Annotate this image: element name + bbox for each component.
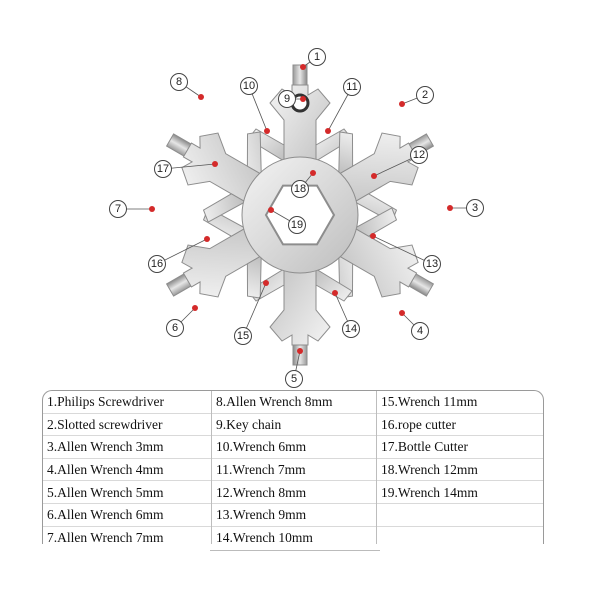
- leader-dot: [263, 280, 269, 286]
- callout-18: 18: [291, 180, 309, 198]
- leader-dot: [325, 128, 331, 134]
- leader-dot: [204, 236, 210, 242]
- legend-cell: 4.Allen Wrench 4mm: [47, 462, 164, 478]
- callout-2: 2: [416, 86, 434, 104]
- legend-cell: 16.rope cutter: [376, 413, 543, 436]
- callout-7: 7: [109, 200, 127, 218]
- leader-dot: [297, 348, 303, 354]
- leader-line: [372, 235, 433, 265]
- legend-cell: 5.Allen Wrench 5mm: [47, 484, 164, 500]
- table-row: 6.Allen Wrench 6mm 13.Wrench 9mm: [43, 503, 543, 527]
- leader-dot: [447, 205, 453, 211]
- table-row: 5.Allen Wrench 5mm 12.Wrench 8mm 19.Wren…: [43, 480, 543, 504]
- table-row: 1.Philips Screwdriver 8.Allen Wrench 8mm…: [43, 391, 543, 414]
- legend-cell: 9.Key chain: [211, 413, 377, 436]
- table-row: 3.Allen Wrench 3mm 10.Wrench 6mm 17.Bott…: [43, 435, 543, 459]
- callout-10: 10: [240, 77, 258, 95]
- leader-dot: [264, 128, 270, 134]
- callout-6: 6: [166, 319, 184, 337]
- legend-cell: [376, 526, 543, 545]
- callout-15: 15: [234, 327, 252, 345]
- leader-dot: [268, 207, 274, 213]
- legend-cell: 12.Wrench 8mm: [211, 480, 377, 504]
- callout-5: 5: [285, 370, 303, 388]
- callout-9: 9: [278, 90, 296, 108]
- callout-3: 3: [466, 199, 484, 217]
- table-row: 2.Slotted screwdriver 9.Key chain 16.rop…: [43, 413, 543, 436]
- table-cutoff-line: [210, 550, 380, 551]
- legend-cell: 8.Allen Wrench 8mm: [211, 391, 377, 414]
- leader-dot: [371, 173, 377, 179]
- callout-16: 16: [148, 255, 166, 273]
- callout-17: 17: [154, 160, 172, 178]
- leader-dot: [399, 310, 405, 316]
- legend-cell: 17.Bottle Cutter: [376, 435, 543, 459]
- legend-cell: 6.Allen Wrench 6mm: [47, 507, 164, 523]
- leader-dot: [370, 233, 376, 239]
- legend-cell: 1.Philips Screwdriver: [47, 394, 164, 410]
- legend-cell: [376, 503, 543, 527]
- table-cutoff-cover: [42, 544, 562, 600]
- snowflake-multitool-illustration: [118, 56, 475, 380]
- legend-cell: 13.Wrench 9mm: [211, 503, 377, 527]
- table-row: 7.Allen Wrench 7mm 14.Wrench 10mm: [43, 526, 543, 545]
- parts-legend-table: 1.Philips Screwdriver 8.Allen Wrench 8mm…: [42, 390, 544, 545]
- arm-barb: [338, 131, 354, 176]
- arm-barb: [353, 207, 398, 237]
- leader-dot: [310, 170, 316, 176]
- arm-barb: [202, 193, 247, 223]
- leader-dot: [192, 305, 198, 311]
- legend-cell: 11.Wrench 7mm: [211, 458, 377, 481]
- callout-13: 13: [423, 255, 441, 273]
- legend-cell: 14.Wrench 10mm: [211, 526, 377, 545]
- arm-barb: [246, 254, 262, 299]
- leader-dot: [198, 94, 204, 100]
- legend-cell: 7.Allen Wrench 7mm: [47, 529, 164, 545]
- leader-dot: [300, 96, 306, 102]
- legend-cell: 18.Wrench 12mm: [376, 458, 543, 481]
- table-row: 4.Allen Wrench 4mm 11.Wrench 7mm 18.Wren…: [43, 458, 543, 481]
- leader-dot: [399, 101, 405, 107]
- callout-4: 4: [411, 322, 429, 340]
- callout-12: 12: [410, 146, 428, 164]
- legend-cell: 19.Wrench 14mm: [376, 480, 543, 504]
- callout-leaders: [118, 56, 475, 380]
- legend-cell: 10.Wrench 6mm: [211, 435, 377, 459]
- leader-dot: [300, 64, 306, 70]
- callout-11: 11: [343, 78, 361, 96]
- callout-14: 14: [342, 320, 360, 338]
- hex-wrench-hole: [264, 184, 336, 246]
- legend-cell: 2.Slotted screwdriver: [47, 416, 163, 432]
- legend-cell: 15.Wrench 11mm: [376, 391, 543, 414]
- callout-1: 1: [308, 48, 326, 66]
- arm-body: [269, 254, 331, 346]
- arm-barb: [246, 131, 262, 176]
- legend-cell: 3.Allen Wrench 3mm: [47, 439, 164, 455]
- callout-8: 8: [170, 73, 188, 91]
- callout-19: 19: [288, 216, 306, 234]
- tool-core: [241, 93, 359, 274]
- leader-dot: [332, 290, 338, 296]
- leader-dot: [212, 161, 218, 167]
- leader-dot: [149, 206, 155, 212]
